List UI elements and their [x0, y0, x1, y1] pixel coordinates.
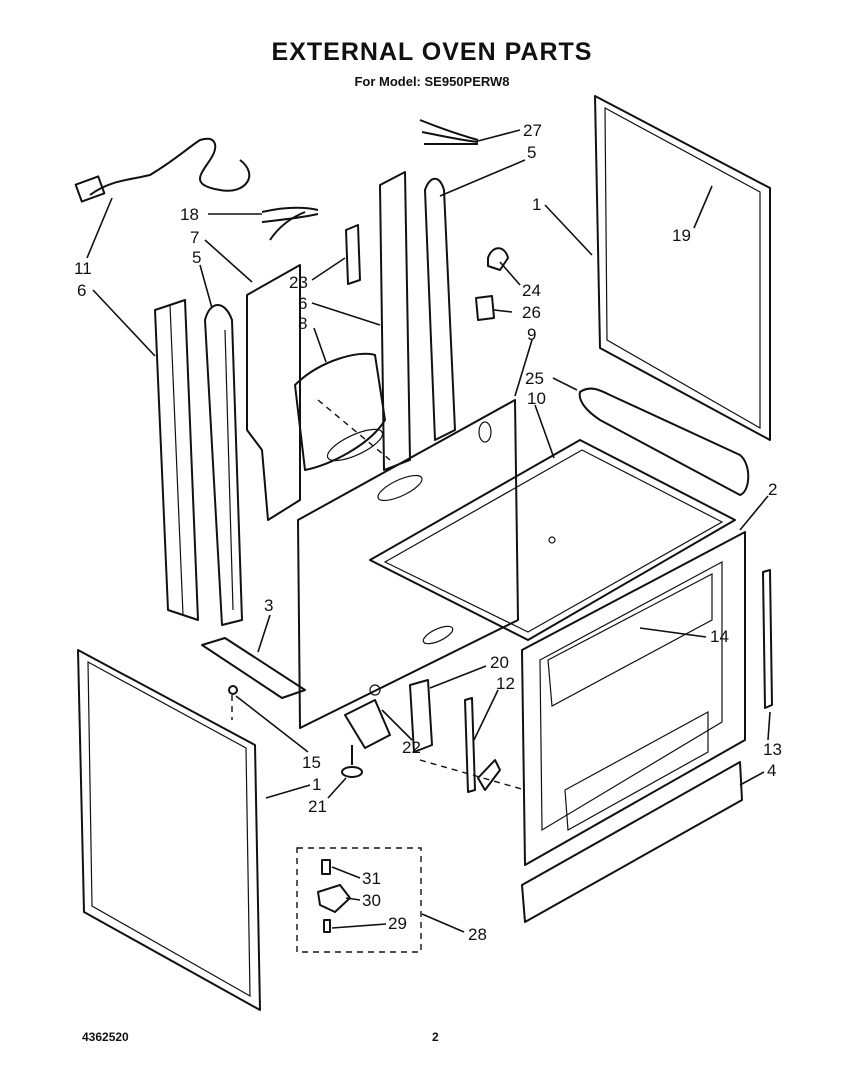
callout-4: 4 — [767, 761, 776, 780]
page-number: 2 — [432, 1030, 439, 1044]
rear-corner-panel — [246, 264, 301, 521]
callout-6-center: 6 — [298, 294, 307, 313]
side-trim-strip — [762, 569, 773, 709]
callout-28: 28 — [468, 925, 487, 944]
power-cord — [74, 137, 251, 203]
callout-2: 2 — [768, 480, 777, 499]
callout-31: 31 — [362, 869, 381, 888]
callout-8: 8 — [298, 314, 307, 333]
callout-10: 10 — [527, 389, 546, 408]
side-channel-left — [154, 299, 199, 621]
callout-5-left: 5 — [192, 248, 201, 267]
trim-strip — [578, 387, 750, 496]
callout-12: 12 — [496, 674, 515, 693]
clip-24 — [487, 247, 509, 271]
small-strip — [345, 224, 361, 285]
hardware-kit-box — [296, 847, 422, 953]
assembly-dashes — [231, 399, 526, 791]
callout-24: 24 — [522, 281, 541, 300]
callout-3: 3 — [264, 596, 273, 615]
callout-6-left: 6 — [77, 281, 86, 300]
wire-bundle — [261, 206, 319, 241]
side-rail-right — [424, 177, 456, 441]
side-panel-right — [594, 95, 771, 441]
callout-18: 18 — [180, 205, 199, 224]
model-subtitle: For Model: SE950PERW8 — [354, 74, 510, 89]
callout-30: 30 — [362, 891, 381, 910]
side-rail-left — [204, 304, 243, 626]
leveling-bracket — [344, 684, 391, 749]
bottom-strip — [201, 637, 306, 699]
side-channel-right — [379, 171, 411, 471]
leveling-leg — [341, 745, 363, 778]
wire-harness — [419, 119, 479, 145]
callout-23: 23 — [289, 273, 308, 292]
oven-top-panel — [369, 439, 736, 641]
callout-11: 11 — [74, 259, 92, 278]
callout-1-bottom: 1 — [312, 775, 321, 794]
leader-lines — [86, 129, 771, 933]
callout-9: 9 — [527, 325, 536, 344]
callout-15: 15 — [302, 753, 321, 772]
callout-25: 25 — [525, 369, 544, 388]
document-number: 4362520 — [82, 1030, 129, 1044]
oven-back-panel — [297, 399, 519, 729]
callout-5-top: 5 — [527, 143, 536, 162]
callout-14: 14 — [710, 627, 729, 646]
callout-21: 21 — [308, 797, 327, 816]
callout-29: 29 — [388, 914, 407, 933]
clip-26 — [475, 295, 495, 321]
page-title: EXTERNAL OVEN PARTS — [271, 38, 593, 66]
vent-duct — [294, 352, 386, 471]
callout-22: 22 — [402, 738, 421, 757]
front-frame — [521, 531, 746, 866]
callout-7: 7 — [190, 228, 199, 247]
kick-plate — [521, 761, 743, 923]
callout-20: 20 — [490, 653, 509, 672]
side-panel-left — [77, 649, 261, 1011]
callout-labels: 27 5 1 19 18 7 11 6 5 23 6 8 24 26 9 25 … — [74, 121, 782, 944]
bracket-20 — [409, 679, 433, 753]
screw-15 — [228, 685, 238, 695]
callout-26: 26 — [522, 303, 541, 322]
callout-27: 27 — [523, 121, 542, 140]
callout-19: 19 — [672, 226, 691, 245]
callout-1-top: 1 — [532, 195, 541, 214]
bracket-12 — [464, 697, 501, 793]
callout-13: 13 — [763, 740, 782, 759]
